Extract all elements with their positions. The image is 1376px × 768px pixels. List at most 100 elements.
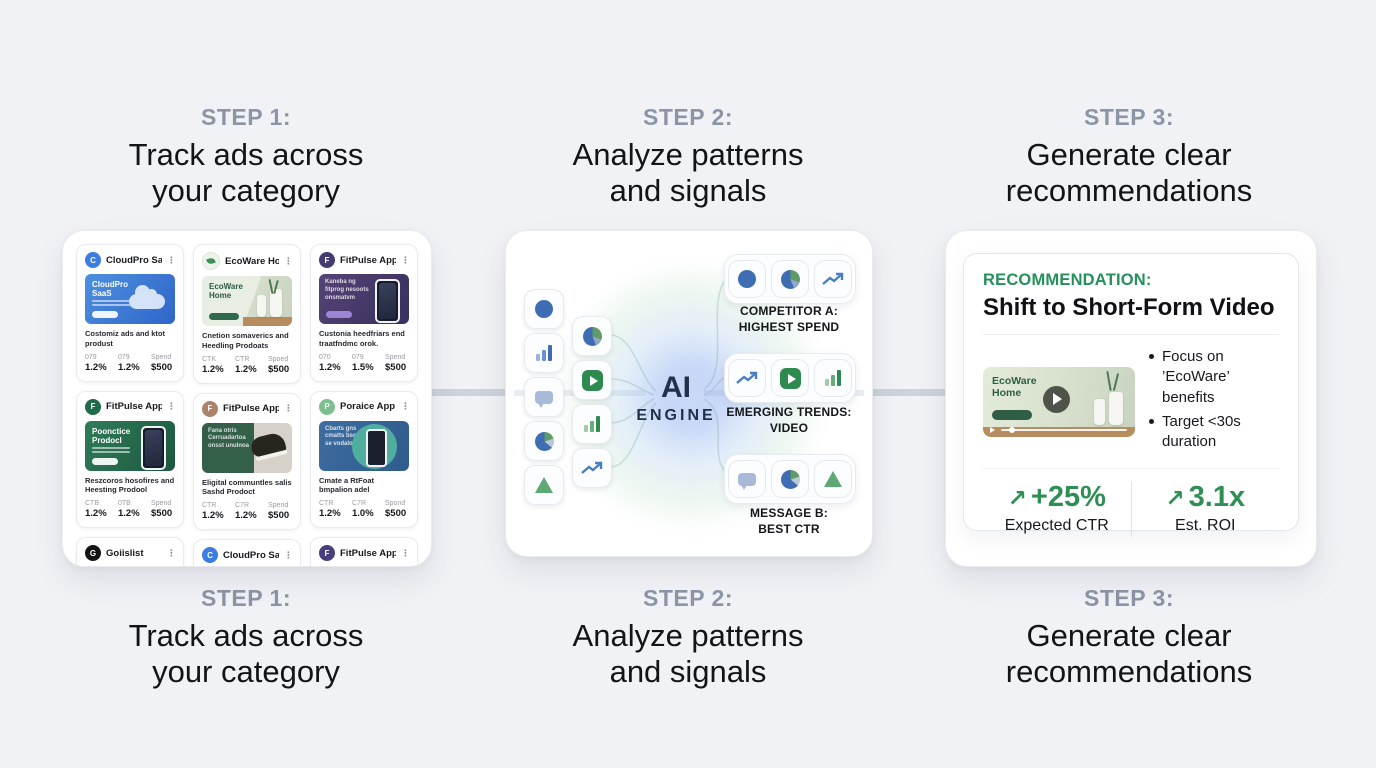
step3-title: Generate clear recommendations (1005, 618, 1253, 689)
app-name: FitPulse App (340, 254, 396, 266)
banner-title: EcoWare Home (209, 282, 243, 301)
app-avatar: F (85, 398, 101, 415)
speech-bubble-icon (738, 472, 756, 490)
ad-card-ecoware: EcoWare Home EcoWare Home Cnetion somave… (193, 244, 301, 384)
output-group-message (724, 454, 856, 504)
kebab-menu-icon[interactable] (284, 404, 292, 413)
video-cta-button[interactable] (992, 409, 1032, 420)
ad-banner: EcoWare Home (202, 276, 292, 326)
step2-ai-engine-panel: AI ENGINE COMPETITOR A: HIGHEST SPEND (505, 230, 873, 557)
recommendation-card: RECOMMENDATION: Shift to Short-Form Vide… (963, 253, 1299, 538)
app-name: FitPulse App (340, 547, 396, 559)
output-label-competitor: COMPETITOR A: HIGHEST SPEND (738, 304, 840, 334)
video-progress-bar[interactable] (1001, 426, 1127, 433)
ad-column-2: EcoWare Home EcoWare Home Cnetion somave… (193, 244, 301, 566)
pie-chart-icon (582, 326, 602, 346)
step2-kicker: STEP 2: (643, 585, 733, 611)
recommendation-kicker: RECOMMENDATION: (983, 271, 1152, 289)
ad-banner: Cbarts gns cmatts bsorloc se vodalon (319, 420, 409, 471)
banner-cta-button[interactable] (92, 457, 118, 465)
ad-card-fitpulse-green: F FitPulse App Poonctice Prodocl Reszcor… (76, 390, 184, 528)
phone-icon (375, 279, 400, 323)
app-name: Poraice App (340, 401, 396, 412)
video-play-icon[interactable] (581, 369, 603, 391)
ad-description: Custonia heedfriars end traatfndmc orok. (319, 329, 405, 348)
kebab-menu-icon[interactable] (167, 549, 175, 558)
trend-up-arrow-icon: ↗ (1165, 485, 1185, 512)
input-tile (524, 289, 564, 329)
ad-description: Costomiz ads and ktot produst (85, 329, 166, 348)
divider (983, 468, 1279, 470)
ad-card-poraice: P Poraice App Cbarts gns cmatts bsorloc … (310, 390, 418, 528)
banner-cta-button[interactable] (92, 311, 118, 318)
connector-step2-step3 (869, 389, 948, 396)
ad-card-goiislist: G Goiislist Finarf Isvadas centsorla boa… (76, 537, 184, 566)
app-avatar: P (319, 398, 335, 415)
connector-step1-step2 (428, 389, 508, 396)
trend-line-icon (736, 371, 758, 384)
kebab-menu-icon[interactable] (401, 402, 409, 411)
circle-icon (738, 270, 756, 288)
divider (983, 334, 1279, 335)
ad-column-1: C CloudPro SaaS CloudPro SaaS Costomiz a… (76, 244, 184, 566)
recommendation-media: EcoWare Home Focus on ’EcoWare’ benefits (983, 347, 1279, 456)
banner-text: Kaneba ng fitprog nesoots onsmatvm (325, 279, 369, 301)
output-label-message: MESSAGE B: BEST CTR (749, 506, 828, 536)
play-button-icon[interactable] (1043, 385, 1070, 413)
trend-up-arrow-icon: ↗ (1007, 485, 1027, 512)
ad-banner: Poonctice Prodocl (85, 420, 175, 471)
video-thumbnail[interactable]: EcoWare Home (983, 366, 1135, 437)
step2-header-top: STEP 2: Analyze patterns and signals (478, 104, 898, 209)
vase-graphic (257, 295, 266, 317)
leaf-avatar-icon (202, 252, 220, 270)
kebab-menu-icon[interactable] (284, 257, 292, 266)
banner-text: Fana otris Cerruadartoa onsst unulnoa (208, 427, 249, 450)
triangle-icon (824, 471, 842, 487)
banner-cta-button[interactable] (209, 313, 239, 320)
pie-chart-icon (534, 431, 554, 451)
metric-divider (1130, 481, 1132, 538)
kebab-menu-icon[interactable] (401, 256, 409, 265)
step2-header-bottom: STEP 2: Analyze patterns and signals (478, 585, 898, 690)
kebab-menu-icon[interactable] (401, 549, 409, 558)
input-tile (572, 360, 612, 400)
pie-chart-icon (780, 269, 800, 289)
bullet-item: Focus on ’EcoWare’ benefits (1149, 347, 1279, 408)
vase-graphic (1109, 391, 1123, 425)
phone-icon (366, 428, 387, 467)
kebab-menu-icon[interactable] (284, 551, 292, 560)
step1-ads-panel: C CloudPro SaaS CloudPro SaaS Costomiz a… (62, 230, 432, 567)
input-tile (524, 377, 564, 417)
kebab-menu-icon[interactable] (167, 402, 175, 411)
app-name: CloudPro SaaS (106, 254, 162, 266)
triangle-icon (535, 477, 553, 493)
metric-expected-ctr: ↗+25% Expected CTR (1004, 481, 1109, 535)
step3-header-bottom: STEP 3: Generate clear recommendations (919, 585, 1339, 690)
input-tile (524, 421, 564, 461)
step1-kicker: STEP 1: (201, 585, 291, 611)
ad-column-3: F FitPulse App Kaneba ng fitprog nesoots… (310, 244, 418, 566)
step2-title: Analyze patterns and signals (572, 618, 804, 689)
app-name: Goiislist (106, 547, 144, 559)
kebab-menu-icon[interactable] (167, 256, 175, 265)
banner-text: Cbarts gns cmatts bsorloc se vodalon (325, 425, 368, 448)
step3-header-top: STEP 3: Generate clear recommendations (919, 104, 1339, 209)
app-name: EcoWare Home (225, 255, 279, 267)
circle-icon (535, 300, 553, 318)
ad-card-fitpulse-shoe: F FitPulse App Fana otris Cerruadartoa o… (193, 392, 301, 530)
ad-grid: C CloudPro SaaS CloudPro SaaS Costomiz a… (76, 244, 418, 566)
phone-icon (141, 425, 166, 470)
pie-chart-icon (780, 469, 800, 489)
input-tile (572, 404, 612, 444)
video-play-icon[interactable] (779, 367, 801, 389)
ad-description: Cmate a RtFoat bmpalion adel (319, 475, 375, 495)
ad-card-cloudpro-2: C CloudPro SaaS Domerie (193, 539, 301, 566)
bar-chart-icon (825, 370, 841, 386)
app-name: CloudPro SaaS (223, 549, 279, 561)
banner-cta-button[interactable] (326, 311, 352, 318)
step3-recommendation-panel: RECOMMENDATION: Shift to Short-Form Vide… (945, 230, 1317, 567)
